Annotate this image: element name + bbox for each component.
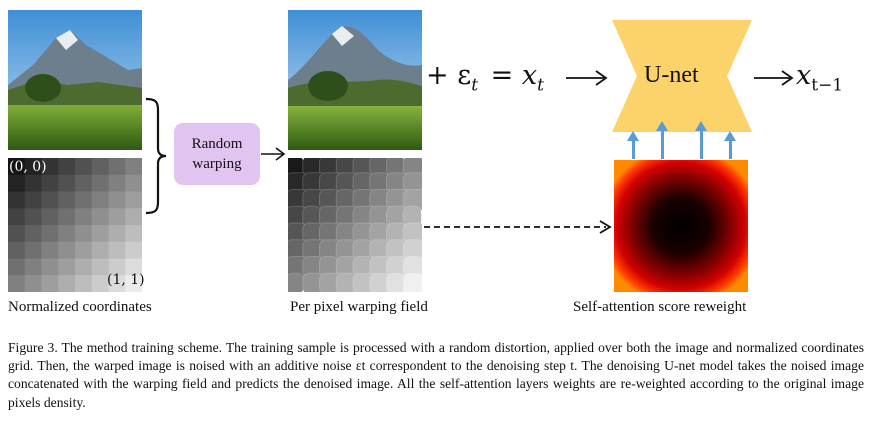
arrow-to-unet — [566, 70, 608, 86]
attention-arrow-1 — [627, 131, 639, 159]
grid-cell — [24, 225, 42, 243]
grid-cell — [108, 258, 126, 276]
unet-block — [612, 20, 752, 132]
grid-cell — [125, 191, 142, 209]
attention-arrow-4 — [724, 131, 736, 159]
grid-cell — [41, 275, 59, 292]
grid-cell — [58, 225, 76, 243]
grid-cell — [125, 241, 142, 259]
grid-cell — [8, 258, 26, 276]
grid-cell — [58, 191, 76, 209]
grid-cell — [91, 275, 109, 292]
field-cell — [386, 272, 406, 292]
grid-cell — [91, 258, 109, 276]
dashed-arrow — [424, 220, 612, 234]
field-cell — [288, 272, 305, 292]
grid-cell — [75, 225, 93, 243]
grid-cell — [24, 191, 42, 209]
grid-cell — [24, 158, 42, 176]
grid-cell — [125, 225, 142, 243]
grid-cell — [8, 191, 26, 209]
grid-cell — [108, 208, 126, 226]
grid-cell — [24, 275, 42, 292]
arrow-from-unet — [754, 70, 794, 86]
grid-cell — [24, 208, 42, 226]
grid-cell — [8, 275, 26, 292]
grid-cell — [108, 158, 126, 176]
warping-field — [288, 158, 422, 292]
grid-cell — [41, 191, 59, 209]
caption-text: Figure 3. The method training scheme. Th… — [8, 340, 864, 410]
grid-cell — [125, 258, 142, 276]
figure-caption: Figure 3. The method training scheme. Th… — [8, 339, 864, 412]
original-image — [8, 10, 142, 150]
grid-cell — [108, 174, 126, 192]
grid-cell — [91, 241, 109, 259]
grid-cell — [58, 241, 76, 259]
coord-bottom-right: (1, 1) — [107, 272, 145, 288]
brace-connector — [145, 97, 167, 215]
grid-cell — [75, 208, 93, 226]
grid-cell — [41, 241, 59, 259]
grid-cell — [24, 174, 42, 192]
coord-top-left: (0, 0) — [9, 159, 47, 175]
grid-cell — [108, 225, 126, 243]
grid-cell — [41, 174, 59, 192]
grid-cell — [58, 208, 76, 226]
grid-cell — [125, 208, 142, 226]
unet-label: U-net — [644, 62, 699, 88]
grid-cell — [75, 158, 93, 176]
grid-cell — [24, 241, 42, 259]
grid-cell — [58, 174, 76, 192]
attention-arrow-2 — [656, 121, 668, 159]
normalized-coordinates-grid — [8, 158, 142, 292]
label-normalized-coordinates: Normalized coordinates — [8, 299, 152, 315]
grid-cell — [91, 225, 109, 243]
grid-cell — [8, 241, 26, 259]
grid-cell — [125, 174, 142, 192]
grid-cell — [8, 158, 26, 176]
grid-cell — [75, 191, 93, 209]
grid-cell — [41, 158, 59, 176]
grid-cell — [125, 158, 142, 176]
coordinate-grid-svg — [8, 158, 142, 292]
output-xt-minus-1: xt−1 — [796, 60, 844, 96]
grid-cell — [24, 258, 42, 276]
grid-cell — [108, 241, 126, 259]
random-warping-box: Random warping — [174, 123, 260, 185]
grid-cell — [91, 174, 109, 192]
grid-cell — [8, 225, 26, 243]
warping-field-svg — [288, 158, 422, 292]
equation-noise: + εt = xt — [426, 60, 544, 96]
grid-cell — [91, 191, 109, 209]
field-cell — [402, 272, 422, 292]
landscape-illustration — [8, 10, 142, 150]
grid-cell — [75, 258, 93, 276]
grid-cell — [41, 258, 59, 276]
grid-cell — [75, 241, 93, 259]
attention-arrow-3 — [695, 121, 707, 159]
grid-cell — [75, 174, 93, 192]
grid-cell — [108, 275, 126, 292]
grid-cell — [125, 275, 142, 292]
grid-cell — [91, 158, 109, 176]
label-attention-reweight: Self-attention score reweight — [573, 299, 747, 315]
grid-cell — [8, 208, 26, 226]
grid-cell — [41, 208, 59, 226]
warped-landscape-illustration — [288, 10, 422, 150]
label-warping-field: Per pixel warping field — [290, 299, 428, 315]
grid-cell — [108, 191, 126, 209]
warped-image — [288, 10, 422, 150]
grid-cell — [58, 275, 76, 292]
random-warping-label: Random warping — [191, 136, 243, 172]
grid-cell — [58, 258, 76, 276]
grid-cell — [75, 275, 93, 292]
grid-cell — [8, 174, 26, 192]
attention-reweight-map — [614, 160, 748, 292]
grid-cell — [41, 225, 59, 243]
arrow-to-warped — [261, 147, 286, 161]
grid-cell — [91, 208, 109, 226]
grid-cell — [58, 158, 76, 176]
